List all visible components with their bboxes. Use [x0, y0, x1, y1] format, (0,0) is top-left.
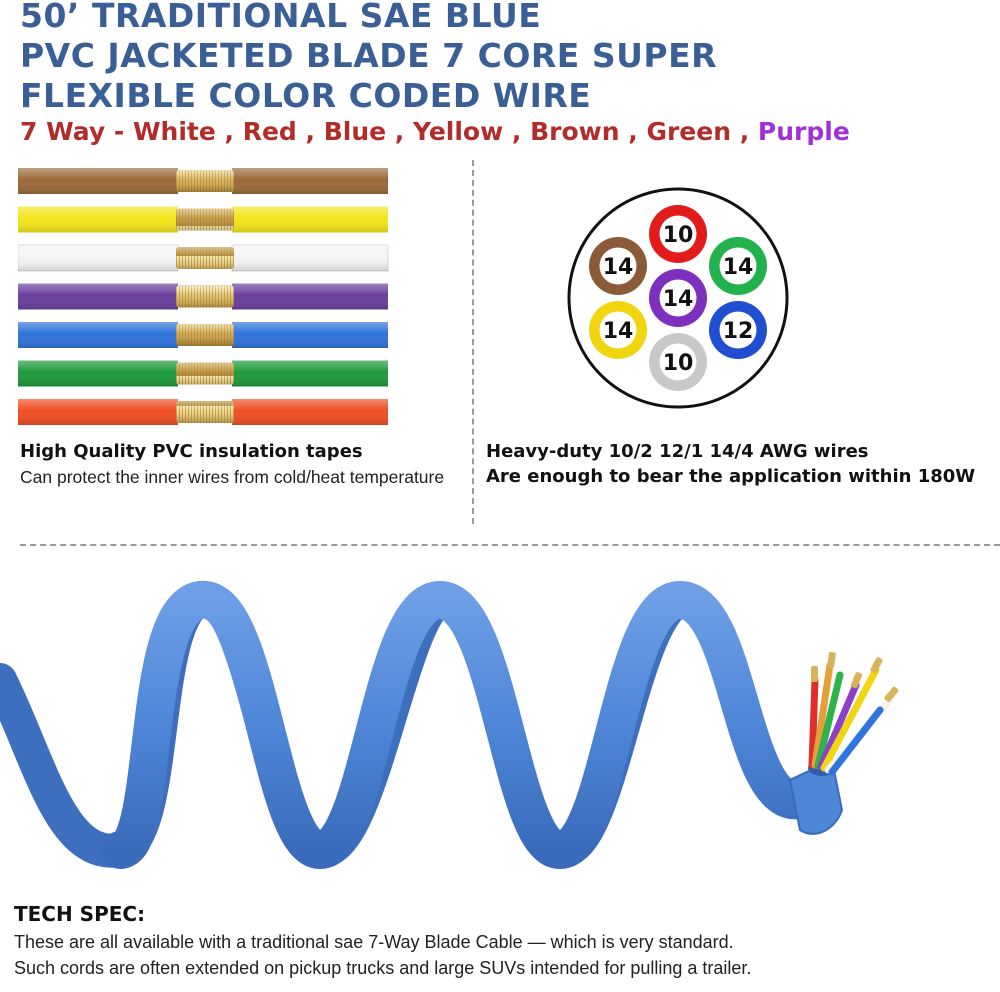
white-wire	[18, 244, 389, 272]
exposed-inner-wires	[808, 661, 894, 776]
color-list-purple: Purple	[757, 117, 850, 146]
green-wire	[18, 360, 388, 387]
connector-pin-label: 10	[663, 223, 694, 248]
connector-pin: 14	[589, 301, 647, 359]
tech-spec-heading: TECH SPEC:	[14, 902, 146, 926]
connector-pin: 10	[649, 205, 707, 263]
tech-spec-line-1: These are all available with a tradition…	[14, 932, 734, 952]
connector-pin-label: 14	[603, 255, 634, 280]
coiled-cable-illustration	[0, 580, 899, 869]
copper-tips	[811, 651, 899, 702]
coil-front-3	[541, 580, 819, 869]
title-line-1: 50’ TRADITIONAL SAE BLUE	[20, 0, 542, 35]
vertical-divider	[472, 160, 474, 524]
connector-pin: 14	[649, 269, 707, 327]
color-list-subtitle: 7 Way - White , Red , Blue , Yellow , Br…	[20, 114, 850, 150]
connector-pin-label: 12	[723, 319, 754, 344]
connector-pin: 12	[709, 301, 767, 359]
insulation-caption-title: High Quality PVC insulation tapes	[20, 441, 363, 462]
wire-samples-illustration	[18, 168, 389, 425]
connector-pin-diagram: 10 14 14 14 14 12 10	[567, 187, 789, 409]
purple-wire	[18, 283, 388, 310]
blue-wire	[18, 322, 388, 348]
red-wire	[18, 399, 388, 425]
title-line-2: PVC JACKETED BLADE 7 CORE SUPER	[20, 36, 718, 75]
color-list-text: 7 Way - White , Red , Blue , Yellow , Br…	[20, 117, 758, 146]
awg-caption-body: Are enough to bear the application withi…	[486, 466, 976, 487]
connector-pin: 10	[649, 333, 707, 391]
yellow-wire	[18, 206, 388, 233]
horizontal-divider	[20, 544, 1000, 546]
tech-spec-line-2: Such cords are often extended on pickup …	[14, 958, 752, 978]
insulation-caption-body: Can protect the inner wires from cold/he…	[20, 467, 445, 487]
connector-pin-label: 14	[603, 319, 634, 344]
connector-pin-label: 14	[723, 255, 754, 280]
connector-pin-label: 14	[663, 287, 694, 312]
connector-pin-label: 10	[663, 351, 694, 376]
brown-wire	[18, 168, 388, 194]
coil-front-2	[301, 580, 579, 869]
connector-pin: 14	[589, 237, 647, 295]
coil-front-1	[101, 581, 339, 869]
awg-caption-title: Heavy-duty 10/2 12/1 14/4 AWG wires	[486, 441, 869, 462]
title-line-3: FLEXIBLE COLOR CODED WIRE	[20, 76, 592, 115]
connector-pin: 14	[709, 237, 767, 295]
